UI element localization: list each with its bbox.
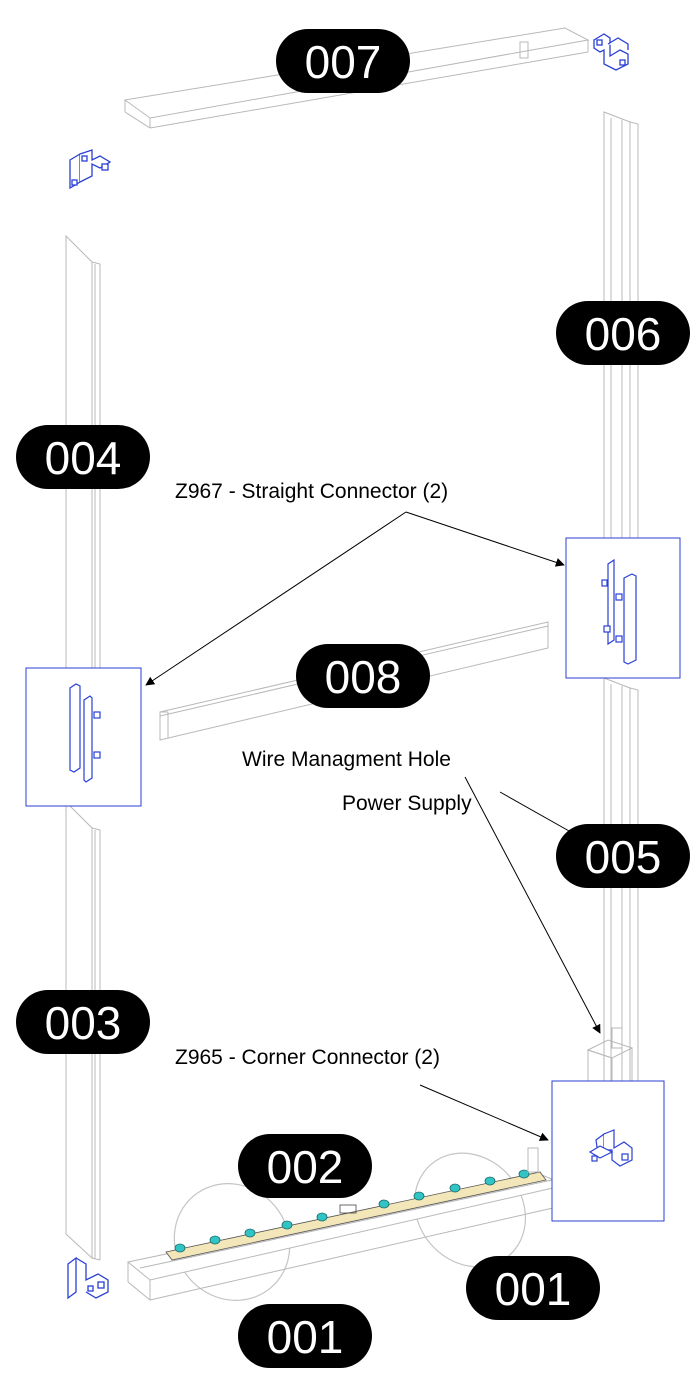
part-label-004: 004 bbox=[16, 425, 150, 489]
svg-text:007: 007 bbox=[305, 36, 382, 88]
part-label-001-bottom: 001 bbox=[238, 1304, 372, 1368]
callout-straight-connector: Z967 - Straight Connector (2) bbox=[175, 480, 448, 503]
leader-straight-right bbox=[405, 511, 565, 567]
corner-connector-detail-box bbox=[551, 1080, 665, 1222]
part-label-003: 003 bbox=[16, 990, 150, 1054]
leader-wire-hole bbox=[464, 776, 601, 1034]
svg-text:001: 001 bbox=[495, 1263, 572, 1315]
svg-text:001: 001 bbox=[267, 1311, 344, 1363]
part-label-008: 008 bbox=[296, 644, 430, 708]
svg-text:006: 006 bbox=[585, 308, 662, 360]
straight-connector-detail-box bbox=[565, 537, 681, 679]
bottom-rail-part bbox=[126, 1147, 568, 1301]
corner-connector-icon bbox=[593, 33, 629, 71]
corner-connector-icon bbox=[67, 1256, 109, 1300]
callout-wire-hole: Wire Managment Hole bbox=[242, 748, 451, 771]
part-label-002: 002 bbox=[238, 1134, 372, 1198]
leader-straight-left bbox=[145, 511, 407, 686]
part-label-006: 006 bbox=[556, 301, 690, 365]
svg-text:004: 004 bbox=[45, 432, 122, 484]
svg-text:005: 005 bbox=[585, 831, 662, 883]
callout-power-supply: Power Supply bbox=[342, 792, 472, 815]
corner-connector-icon bbox=[69, 149, 112, 190]
callout-corner-connector: Z965 - Corner Connector (2) bbox=[175, 1046, 440, 1069]
svg-text:008: 008 bbox=[325, 651, 402, 703]
leader-corner-connector bbox=[419, 1084, 549, 1141]
svg-text:003: 003 bbox=[45, 997, 122, 1049]
straight-connector-detail-box bbox=[25, 667, 142, 807]
part-label-005: 005 bbox=[556, 824, 690, 888]
part-label-007: 007 bbox=[276, 29, 410, 93]
right-lower-upright-part bbox=[603, 677, 639, 1138]
part-label-001-right: 001 bbox=[466, 1256, 600, 1320]
svg-text:002: 002 bbox=[267, 1141, 344, 1193]
